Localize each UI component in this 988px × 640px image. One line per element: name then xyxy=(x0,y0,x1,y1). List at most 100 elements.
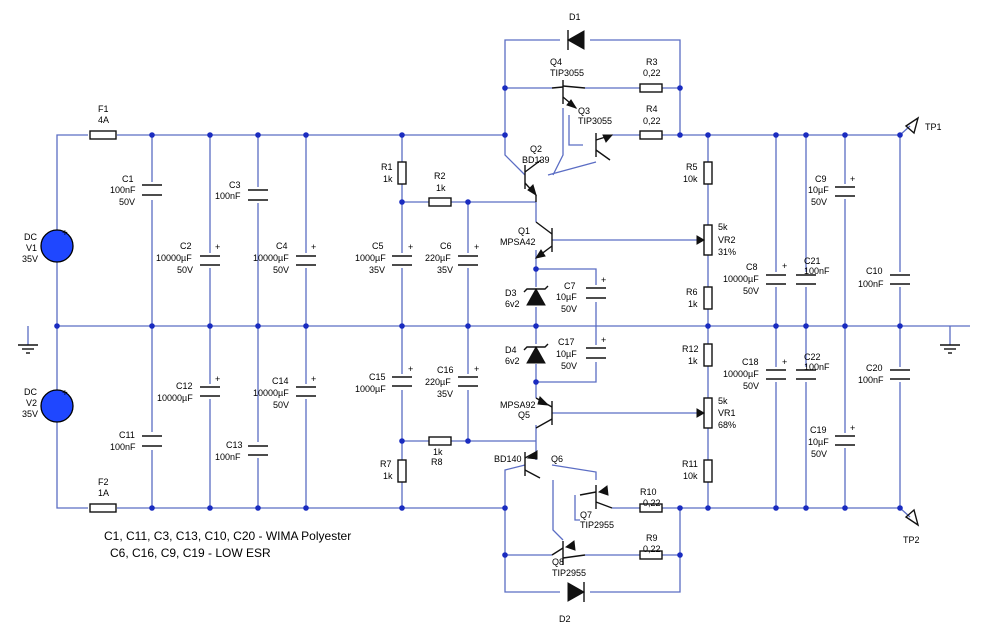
svg-text:+: + xyxy=(62,388,68,399)
capacitor-c16: + xyxy=(458,364,479,387)
label-c20-value: 100nF xyxy=(858,375,884,385)
fuse-f1 xyxy=(89,130,117,140)
label-tp1: TP1 xyxy=(925,122,942,132)
label-v1-type: DC xyxy=(24,232,37,242)
label-r7-ref: R7 xyxy=(380,459,392,469)
label-r3-ref: R3 xyxy=(646,57,658,67)
label-c2-value: 10000µF xyxy=(156,253,192,263)
label-c3-value: 100nF xyxy=(215,191,241,201)
label-v2-ref: V2 xyxy=(26,398,37,408)
label-d3-value: 6v2 xyxy=(505,299,520,309)
note-line-2: C6, C16, C9, C19 - LOW ESR xyxy=(110,546,271,560)
transistor-q7 xyxy=(579,485,613,509)
label-c22-ref: C22 xyxy=(804,352,821,362)
label-r8-ref: R8 xyxy=(431,457,443,467)
label-c13-value: 100nF xyxy=(215,452,241,462)
label-r3-value: 0,22 xyxy=(643,68,661,78)
label-c5-value: 1000µF xyxy=(355,253,386,263)
svg-text:+: + xyxy=(311,242,316,252)
svg-text:+: + xyxy=(408,242,413,252)
label-r12-value: 1k xyxy=(688,356,698,366)
label-c3-ref: C3 xyxy=(229,180,241,190)
capacitor-c10 xyxy=(890,274,910,285)
capacitor-c1 xyxy=(142,184,162,196)
resistor-r2 xyxy=(428,197,452,207)
label-c14-ref: C14 xyxy=(272,376,289,386)
capacitor-c3 xyxy=(248,189,268,201)
label-r11-value: 10k xyxy=(683,471,698,481)
labels: F1 4A F2 1A DC V1 35V DC V2 35V C1 100nF… xyxy=(22,12,942,624)
label-r9-ref: R9 xyxy=(646,533,658,543)
resistor-r4 xyxy=(639,130,663,140)
label-r1-ref: R1 xyxy=(381,162,393,172)
label-f1-value: 4A xyxy=(98,115,109,125)
capacitor-c15: + xyxy=(392,364,413,387)
label-q1-ref: Q1 xyxy=(518,226,530,236)
label-r10-value: 0,22 xyxy=(643,498,661,508)
diode-d1 xyxy=(566,30,585,50)
label-d4-value: 6v2 xyxy=(505,356,520,366)
resistor-r1 xyxy=(397,161,407,185)
wires xyxy=(27,39,970,593)
label-q3-value: TIP3055 xyxy=(578,116,612,126)
label-c21-value: 100nF xyxy=(804,266,830,276)
label-c5-ref: C5 xyxy=(372,241,384,251)
transistor-q6 xyxy=(524,449,541,479)
resistor-r7 xyxy=(397,459,407,483)
label-q7-value: TIP2955 xyxy=(580,520,614,530)
label-r11-ref: R11 xyxy=(682,459,698,469)
resistor-r6 xyxy=(703,286,713,310)
label-c21-ref: C21 xyxy=(804,256,821,266)
resistor-r3 xyxy=(639,83,663,93)
label-c18-volt: 50V xyxy=(743,381,759,391)
label-v1-value: 35V xyxy=(22,254,38,264)
svg-text:+: + xyxy=(601,275,606,285)
resistor-r10 xyxy=(639,503,663,513)
label-c7-volt: 50V xyxy=(561,304,577,314)
label-c2-volt: 50V xyxy=(177,265,193,275)
label-vr1-value: 5k xyxy=(718,396,728,406)
transistor-q1 xyxy=(534,221,553,259)
label-c1-value: 100nF xyxy=(110,185,136,195)
transistor-q5 xyxy=(535,396,553,429)
resistor-r5 xyxy=(703,161,713,185)
label-q2-value: BD139 xyxy=(522,155,550,165)
label-c1-volt: 50V xyxy=(119,197,135,207)
svg-text:+: + xyxy=(408,364,413,374)
label-c1-ref: C1 xyxy=(122,174,134,184)
svg-text:+: + xyxy=(850,174,855,184)
label-r4-ref: R4 xyxy=(646,104,658,114)
svg-text:+: + xyxy=(62,228,68,239)
label-c14-volt: 50V xyxy=(273,400,289,410)
label-c20-ref: C20 xyxy=(866,363,883,373)
label-r10-ref: R10 xyxy=(640,487,657,497)
label-c16-volt: 35V xyxy=(437,389,453,399)
capacitor-c5: + xyxy=(392,242,413,266)
label-c2-ref: C2 xyxy=(180,241,192,251)
label-d4-ref: D4 xyxy=(505,345,517,355)
label-c7-ref: C7 xyxy=(564,281,576,291)
label-d1-ref: D1 xyxy=(569,12,581,22)
label-q6-value: BD140 xyxy=(494,454,522,464)
capacitor-c2: + xyxy=(200,242,220,266)
junctions xyxy=(54,85,903,558)
dc-source-v2: + xyxy=(40,388,74,423)
label-c15-value: 1000µF xyxy=(355,384,386,394)
capacitor-c14: + xyxy=(296,374,316,397)
label-c6-volt: 35V xyxy=(437,265,453,275)
label-v1-ref: V1 xyxy=(26,243,37,253)
label-c11-value: 100nF xyxy=(110,442,136,452)
capacitor-c12: + xyxy=(200,374,220,397)
dc-source-v1: + xyxy=(40,228,74,263)
label-r9-value: 0,22 xyxy=(643,544,661,554)
capacitor-c6: + xyxy=(458,242,479,266)
label-r12-ref: R12 xyxy=(682,344,699,354)
label-f2-value: 1A xyxy=(98,488,109,498)
capacitor-c17: + xyxy=(586,335,606,359)
capacitor-c13 xyxy=(248,445,268,456)
label-q2-ref: Q2 xyxy=(530,144,542,154)
potentiometer-vr1 xyxy=(696,397,713,429)
label-tp2: TP2 xyxy=(903,535,920,545)
